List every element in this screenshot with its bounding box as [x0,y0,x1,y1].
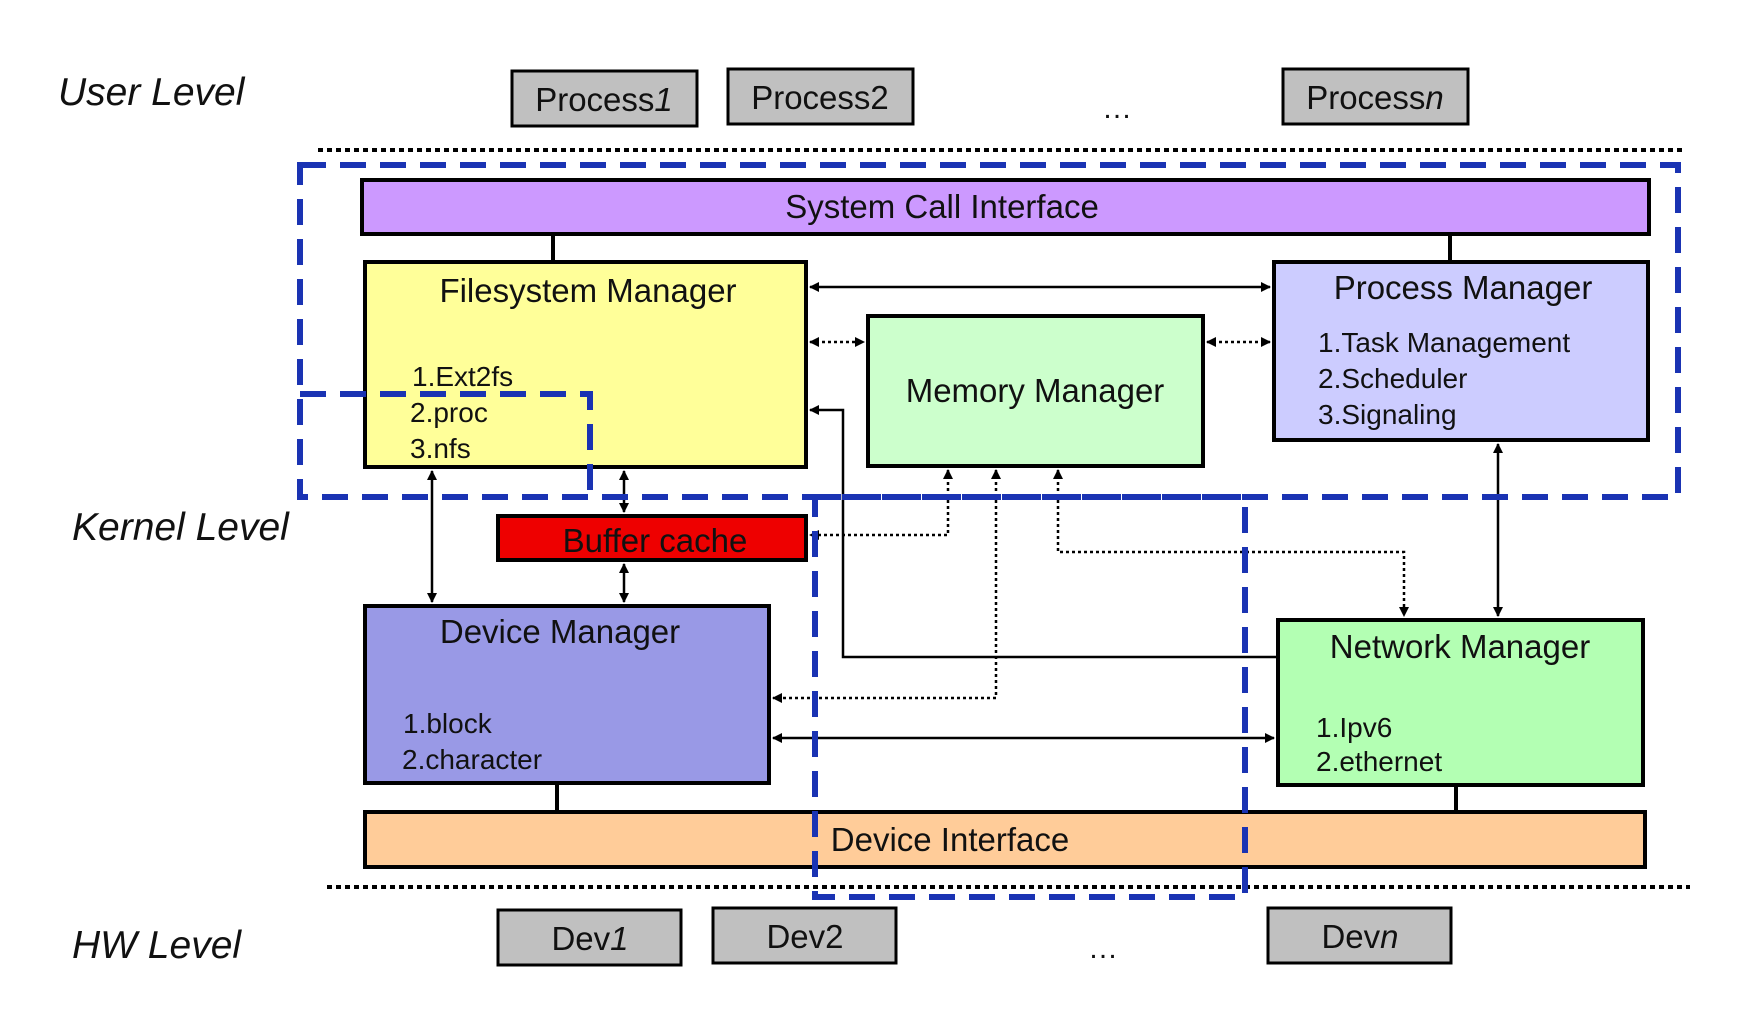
process-2-base: Process [751,79,870,116]
device-manager-item-2: 2.character [402,744,542,775]
device-box-2: Dev2 [711,906,898,965]
arrow-memory-network [1053,469,1409,617]
memory-manager-box: Memory Manager [866,314,1205,468]
device-n-label: Devn [1321,918,1398,955]
network-manager-item-2: 2.ethernet [1316,746,1442,777]
device-ellipsis: … [1088,932,1118,965]
arrow-memory-device [772,469,1001,703]
filesystem-item-3: 3.nfs [410,433,471,464]
arrow-network-filesystem [809,405,1278,659]
process-1-suffix: 1 [654,81,672,118]
device-2-label: Dev2 [766,918,843,955]
device-interface-label: Device Interface [831,821,1069,858]
device-interface-bar: Device Interface [363,810,1647,869]
arrow-memory-buffer [809,469,953,540]
device-n-base: Dev [1321,918,1380,955]
highlight-region-filesystem [300,391,593,497]
process-box-1: Process1 [510,69,699,128]
memory-manager-title: Memory Manager [906,372,1165,409]
network-manager-title: Network Manager [1330,628,1590,665]
device-manager-title: Device Manager [440,613,680,650]
network-manager-item-1: 1.Ipv6 [1316,712,1392,743]
process-2-suffix: 2 [870,79,888,116]
device-2-base: Dev [766,918,825,955]
process-2-label: Process2 [751,79,889,116]
filesystem-item-2: 2.proc [410,397,488,428]
filesystem-manager-title: Filesystem Manager [439,272,736,309]
device-n-suffix: n [1380,918,1398,955]
device-2-suffix: 2 [825,918,843,955]
process-manager-item-1: 1.Task Management [1318,327,1570,358]
process-manager-item-2: 2.Scheduler [1318,363,1467,394]
buffer-cache-box: Buffer cache [496,514,808,562]
process-n-label: Processn [1306,79,1444,116]
system-call-interface-label: System Call Interface [785,188,1099,225]
device-1-label: Dev1 [551,920,628,957]
device-box-1: Dev1 [496,908,683,967]
process-box-2: Process2 [726,67,915,126]
device-1-suffix: 1 [610,920,628,957]
process-n-base: Process [1306,79,1425,116]
user-level-label: User Level [58,71,246,114]
network-manager-box: Network Manager 1.Ipv6 2.ethernet [1276,618,1645,787]
kernel-level-label: Kernel Level [72,506,290,549]
process-1-base: Process [535,81,654,118]
system-call-interface-bar: System Call Interface [360,178,1651,236]
device-manager-item-1: 1.block [403,708,493,739]
buffer-cache-label: Buffer cache [563,522,748,559]
device-box-n: Devn [1266,906,1453,965]
process-n-suffix: n [1425,79,1443,116]
filesystem-item-1: 1.Ext2fs [412,361,513,392]
device-manager-box: Device Manager 1.block 2.character [363,604,771,785]
process-1-label: Process1 [535,81,673,118]
filesystem-manager-box: Filesystem Manager 1.Ext2fs 2.proc 3.nfs [363,260,808,469]
hw-level-label: HW Level [72,924,242,967]
process-manager-box: Process Manager 1.Task Management 2.Sche… [1272,260,1650,442]
device-1-base: Dev [551,920,610,957]
highlight-region-lower [812,494,1248,900]
process-ellipsis: … [1102,92,1132,125]
process-manager-title: Process Manager [1334,269,1593,306]
process-box-n: Processn [1281,67,1470,126]
process-manager-item-3: 3.Signaling [1318,399,1457,430]
